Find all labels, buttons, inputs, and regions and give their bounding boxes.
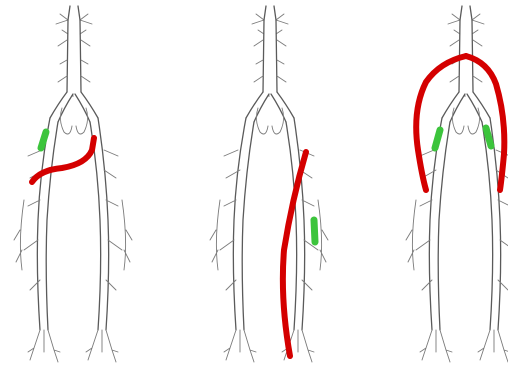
stenosis-marker-3a [435,130,440,148]
panel-femoro-femoral [14,6,132,362]
stenosis-marker-3b [486,128,491,146]
panel-aorto-bifemoral [406,6,508,362]
arterial-tree-2 [210,6,328,362]
stenosis-marker-2 [314,220,315,242]
stenosis-marker-1 [41,132,46,148]
bypass-graft-3-right [466,56,504,190]
panel-femoro-popliteal [210,6,328,362]
